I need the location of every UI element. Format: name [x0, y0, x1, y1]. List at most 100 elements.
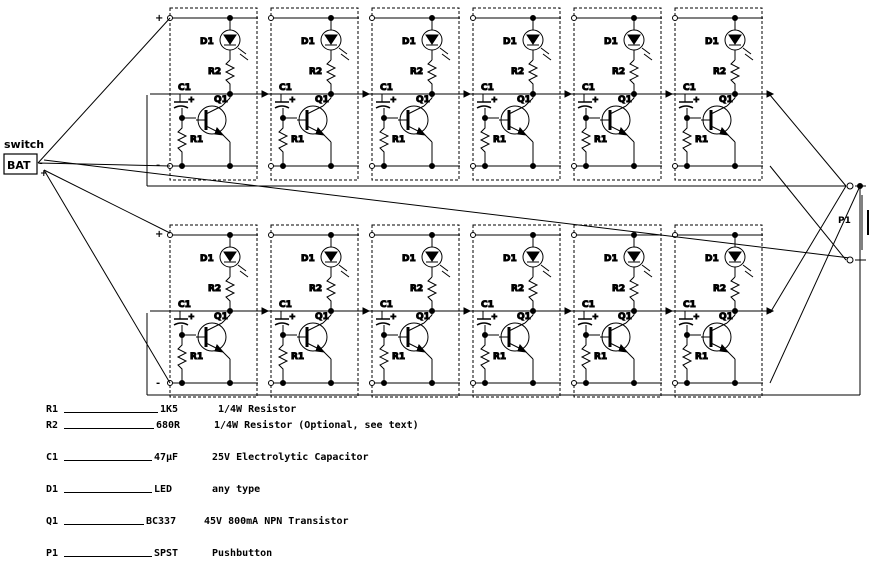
transistor-label: Q1	[416, 95, 430, 105]
resistor1-label: R1	[392, 352, 405, 362]
led-label: D1	[402, 254, 416, 264]
junction-dot	[381, 163, 387, 169]
resistor-r1-icon	[277, 118, 289, 166]
junction-dot	[583, 163, 589, 169]
led-diode-icon	[425, 34, 439, 45]
rail-terminal	[571, 163, 577, 169]
resistor-r1-icon	[277, 335, 289, 383]
junction-dot	[631, 380, 637, 386]
bottom-rail-plus-mark: +	[155, 229, 163, 240]
transistor-label: Q1	[416, 312, 430, 322]
resistor1-label: R1	[695, 135, 708, 145]
rail-terminal	[268, 15, 274, 21]
capacitor-label: C1	[380, 300, 393, 310]
resistor-r1-icon	[378, 118, 390, 166]
capacitor-plus-mark: +	[390, 312, 397, 321]
resistor1-label: R1	[190, 352, 203, 362]
led-diode-icon	[627, 34, 641, 45]
junction-dot	[429, 163, 435, 169]
junction-dot	[227, 380, 233, 386]
rail-terminal	[470, 232, 476, 238]
resistor2-label: R2	[208, 284, 221, 294]
capacitor-plus-mark: +	[289, 95, 296, 104]
junction-dot	[631, 163, 637, 169]
capacitor-plus-mark: +	[491, 95, 498, 104]
junction-dot	[328, 380, 334, 386]
junction-dot	[429, 380, 435, 386]
capacitor-plus-mark: +	[693, 312, 700, 321]
resistor1-label: R1	[594, 352, 607, 362]
resistor2-label: R2	[511, 67, 524, 77]
resistor1-label: R1	[594, 135, 607, 145]
resistor-r1-icon	[681, 335, 693, 383]
rail-terminal	[571, 15, 577, 21]
junction-dot	[280, 163, 286, 169]
capacitor-label: C1	[582, 300, 595, 310]
rail-terminal	[369, 15, 375, 21]
resistor-r1-icon	[378, 335, 390, 383]
rail-terminal	[571, 232, 577, 238]
led-label: D1	[301, 254, 315, 264]
capacitor-label: C1	[683, 83, 696, 93]
resistor1-label: R1	[190, 135, 203, 145]
rail-terminal	[470, 380, 476, 386]
junction-dot	[381, 380, 387, 386]
capacitor-label: C1	[481, 300, 494, 310]
led-label: D1	[705, 254, 719, 264]
led-diode-icon	[526, 251, 540, 262]
capacitor-label: C1	[582, 83, 595, 93]
resistor-r2-icon	[325, 276, 337, 311]
junction-dot	[732, 380, 738, 386]
resistor-r2-icon	[224, 276, 236, 311]
led-diode-icon	[526, 34, 540, 45]
resistor2-label: R2	[511, 284, 524, 294]
rail-terminal	[369, 232, 375, 238]
capacitor-plus-mark: +	[592, 95, 599, 104]
led-label: D1	[402, 37, 416, 47]
junction-dot	[684, 163, 690, 169]
resistor1-label: R1	[493, 135, 506, 145]
upper-stage-row: D1R2C1+Q1R1D1R2C1+Q1R1D1R2C1+Q1R1D1R2C1+…	[150, 7, 775, 181]
switch-label: switch	[4, 138, 44, 151]
battery-label: BAT	[7, 159, 31, 172]
resistor2-label: R2	[410, 284, 423, 294]
resistor-r2-icon	[729, 59, 741, 94]
rail-terminal	[369, 163, 375, 169]
resistor-r2-icon	[729, 276, 741, 311]
led-diode-icon	[324, 34, 338, 45]
transistor-label: Q1	[719, 95, 733, 105]
transistor-label: Q1	[214, 95, 228, 105]
resistor-r1-icon	[479, 118, 491, 166]
rail-terminal	[672, 380, 678, 386]
junction-dot	[530, 380, 536, 386]
capacitor-label: C1	[380, 83, 393, 93]
transistor-label: Q1	[517, 312, 531, 322]
transistor-label: Q1	[315, 312, 329, 322]
capacitor-plus-mark: +	[390, 95, 397, 104]
led-diode-icon	[223, 34, 237, 45]
rail-terminal	[268, 232, 274, 238]
battery-minus-mark: -	[39, 159, 43, 169]
capacitor-plus-mark: +	[289, 312, 296, 321]
resistor2-label: R2	[410, 67, 423, 77]
resistor-r1-icon	[176, 335, 188, 383]
battery-plus-mark: +	[40, 169, 48, 179]
junction-dot	[583, 380, 589, 386]
led-diode-icon	[627, 251, 641, 262]
transistor-label: Q1	[618, 95, 632, 105]
rail-terminal	[571, 380, 577, 386]
top-rail-plus-mark: +	[155, 13, 163, 24]
led-label: D1	[503, 254, 517, 264]
led-diode-icon	[728, 34, 742, 45]
